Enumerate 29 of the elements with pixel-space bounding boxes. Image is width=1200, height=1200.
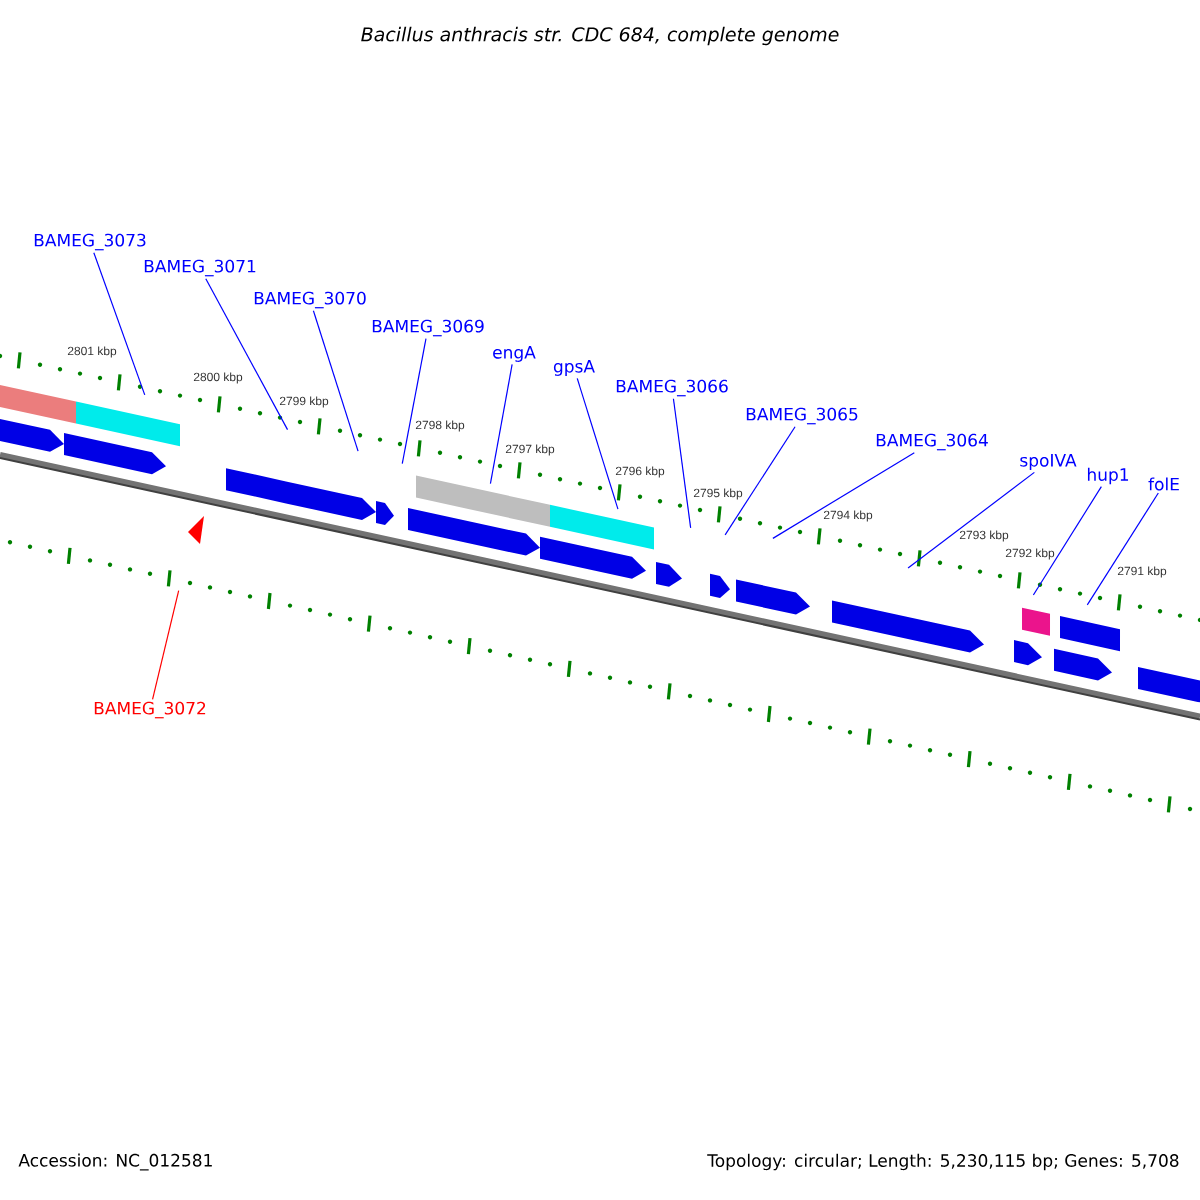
footer-text: Accession: NC_012581 — [18, 1153, 212, 1171]
gene-label: hup1 — [1087, 467, 1129, 485]
gene-label: spoIVA — [1020, 454, 1077, 470]
gene-label: BAMEG_3066 — [616, 379, 728, 397]
title: Bacillus anthracis str. CDC 684, complete genome — [361, 26, 839, 46]
leader-line — [907, 471, 1035, 569]
gene-label: BAMEG_3072 — [94, 701, 206, 719]
leader-line — [151, 589, 180, 700]
leader-line — [576, 377, 619, 510]
leader-line — [724, 426, 796, 536]
gene-label: BAMEG_3065 — [746, 407, 858, 425]
leader-line — [489, 363, 513, 485]
gene-label: BAMEG_3071 — [144, 259, 256, 277]
leader-line — [401, 338, 427, 465]
leader-line — [93, 252, 146, 396]
gene-label: engA — [493, 346, 536, 362]
leader-line — [1086, 492, 1159, 606]
gene-label: BAMEG_3073 — [34, 233, 146, 251]
leader-line — [205, 278, 289, 431]
gene-label: gpsA — [553, 360, 595, 376]
leader-line — [772, 452, 915, 539]
footer-text: Topology: circular; Length: 5,230,115 bp; Genes: 5,708 — [707, 1153, 1179, 1171]
leader-line — [312, 310, 359, 452]
gene-label: BAMEG_3064 — [876, 433, 988, 451]
gene-label: BAMEG_3070 — [254, 291, 366, 309]
leader-line — [672, 398, 692, 529]
leader-line — [1032, 486, 1102, 596]
gene-label: folE — [1148, 477, 1179, 491]
gene-label: BAMEG_3069 — [372, 319, 484, 337]
